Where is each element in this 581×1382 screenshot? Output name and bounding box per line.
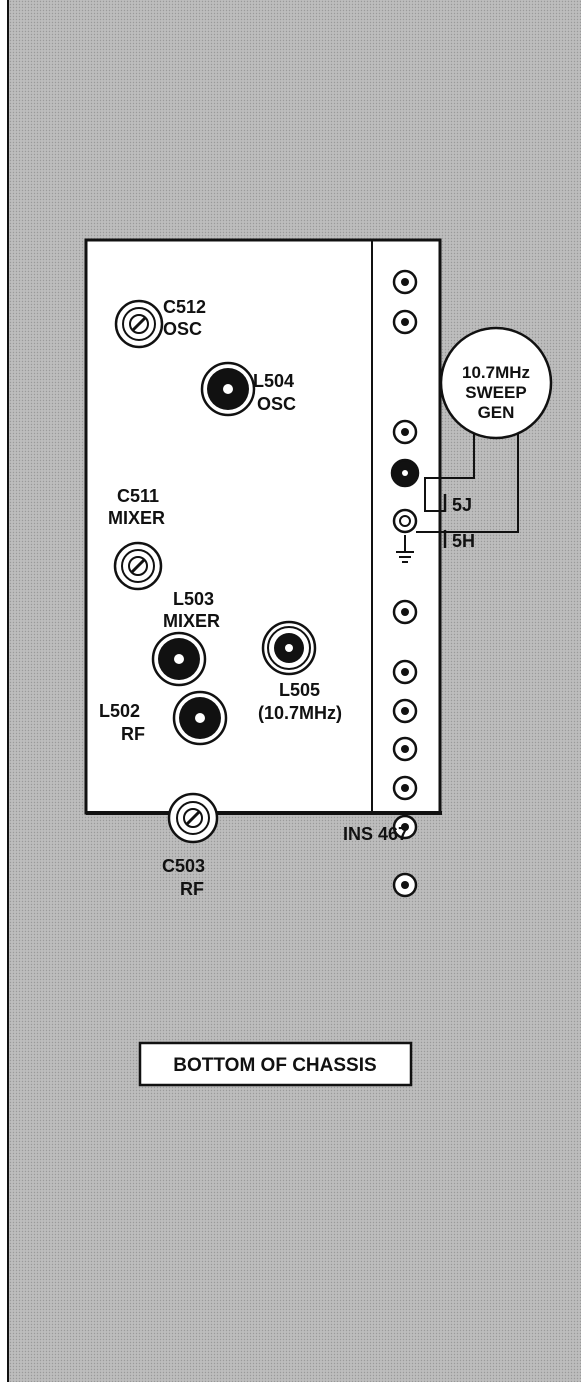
test-point-5h-label: 5H [452,531,475,551]
test-point [392,659,418,685]
l502-label-line2: RF [121,724,145,744]
c511-label-line2: MIXER [108,508,165,528]
figure-id: INS 467 [343,824,408,844]
c512-trimmer-capacitor [114,299,164,349]
terminal-strip [390,269,420,898]
sweep-gen-lead-5h [416,434,519,533]
caption-text: BOTTOM OF CHASSIS [173,1055,376,1076]
l502-coil [172,690,228,746]
l503-coil [151,631,207,687]
caption-box [138,1041,413,1087]
ground-symbol [396,551,414,563]
l503-label-line2: MIXER [163,611,220,631]
test-point-5j-label: 5J [452,495,472,515]
test-point [392,599,418,625]
c512-label-line1: C512 [163,297,206,317]
sweep-generator: 10.7MHz SWEEP GEN [439,326,553,440]
l504-label-line2: OSC [257,394,296,414]
sweep-gen-line2: SWEEP [465,383,526,402]
c511-trimmer-capacitor [113,541,163,591]
panel-bottom-shadow [86,811,442,815]
l505-label-line2: (10.7MHz) [258,703,342,723]
sweep-gen-lead-5j [424,430,475,512]
test-point [392,775,418,801]
c503-label-line2: RF [180,879,204,899]
c511-label-line1: C511 [117,486,159,506]
c503-trimmer-capacitor [167,792,219,844]
l505-coil [261,620,317,676]
test-point [392,814,418,840]
test-point [392,698,418,724]
l504-coil [200,361,256,417]
l502-label-line1: L502 [99,701,140,721]
test-point [392,419,418,445]
l504-label-line1: L504 [253,371,294,391]
test-point [390,458,420,488]
l505-label-line1: L505 [279,680,320,700]
test-point [392,309,418,335]
sweep-gen-line3: GEN [478,403,515,422]
sweep-gen-line1: 10.7MHz [462,363,530,382]
test-point [392,508,418,534]
c512-label-line2: OSC [163,319,202,339]
test-point [392,269,418,295]
test-point [392,872,418,898]
l503-label-line1: L503 [173,589,214,609]
test-point [392,736,418,762]
c503-label-line1: C503 [162,856,205,876]
